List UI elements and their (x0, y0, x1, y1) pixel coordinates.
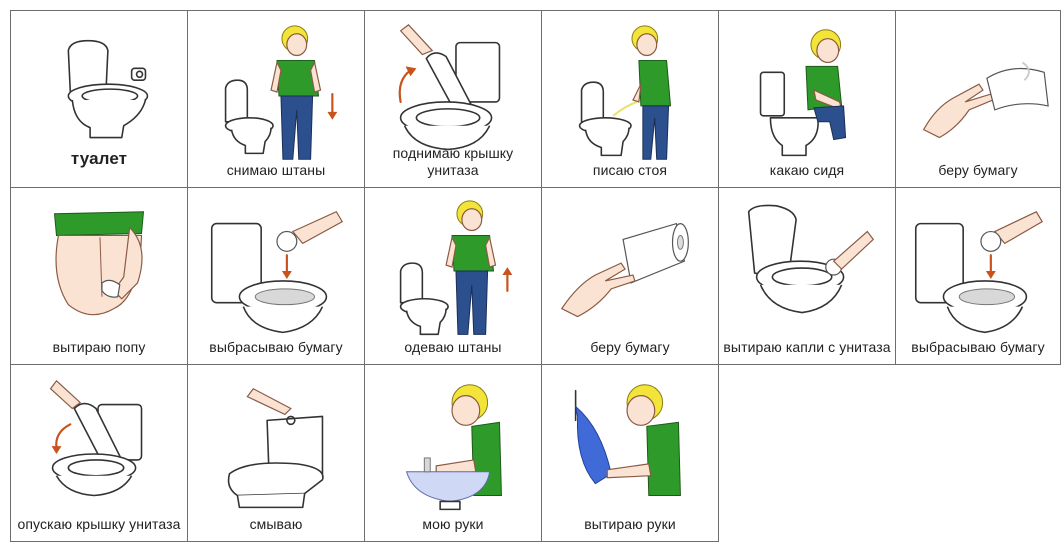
lowering-toilet-lid-icon (49, 379, 143, 497)
wiping-bottom-icon (53, 211, 145, 316)
throwing-paper-in-toilet-icon (914, 211, 1044, 334)
card-label: мою руки (422, 516, 484, 532)
card-label: вытираю руки (584, 516, 676, 532)
card-throw-paper-1[interactable]: выбрасываю бумагу (187, 187, 365, 365)
card-flush[interactable]: смываю (187, 364, 365, 542)
card-label: туалет (70, 149, 128, 168)
card-label: какаю сидя (769, 162, 845, 178)
boy-pulling-down-pants-icon (224, 25, 338, 160)
card-lift-lid[interactable]: поднимаю крышку унитаза (364, 10, 542, 188)
card-label: опускаю крышку унитаза (17, 516, 181, 532)
card-label: беру бумагу (590, 339, 670, 355)
boy-washing-hands-icon (405, 384, 502, 511)
card-label: смываю (249, 516, 303, 532)
card-take-paper-2[interactable]: беру бумагу (541, 187, 719, 365)
boy-peeing-standing-icon (578, 25, 672, 160)
card-label: выбрасываю бумагу (209, 339, 343, 355)
card-pants-down[interactable]: снимаю штаны (187, 10, 365, 188)
hand-taking-toilet-roll-icon (560, 222, 689, 318)
card-label: писаю стоя (592, 162, 668, 178)
wiping-drops-from-toilet-icon (747, 204, 875, 314)
card-throw-paper-2[interactable]: выбрасываю бумагу (895, 187, 1061, 365)
boy-drying-hands-icon (574, 384, 681, 497)
boy-pulling-up-pants-icon (399, 200, 513, 336)
card-label: снимаю штаны (226, 162, 326, 178)
card-dry-hands[interactable]: вытираю руки (541, 364, 719, 542)
card-poop-sitting[interactable]: какаю сидя (718, 10, 896, 188)
card-wipe-drops[interactable]: вытираю капли с унитаза (718, 187, 896, 365)
toilet-icon (67, 39, 149, 139)
throwing-paper-in-toilet-icon (210, 210, 344, 334)
card-toilet[interactable]: туалет (10, 10, 188, 188)
flushing-toilet-icon (227, 387, 324, 509)
card-pants-up[interactable]: одеваю штаны (364, 187, 542, 365)
card-label: беру бумагу (938, 162, 1018, 178)
card-lower-lid[interactable]: опускаю крышку унитаза (10, 364, 188, 542)
card-wipe-bottom[interactable]: вытираю попу (10, 187, 188, 365)
card-label: поднимаю крышку унитаза (392, 145, 514, 178)
card-wash-hands[interactable]: мою руки (364, 364, 542, 542)
boy-sitting-on-toilet-icon (759, 29, 847, 157)
card-pee-standing[interactable]: писаю стоя (541, 10, 719, 188)
card-label: выбрасываю бумагу (911, 339, 1045, 355)
card-take-paper-1[interactable]: беру бумагу (895, 10, 1061, 188)
card-label: вытираю капли с унитаза (723, 339, 891, 355)
card-label: одеваю штаны (404, 339, 502, 355)
lifting-toilet-lid-icon (398, 24, 501, 151)
hand-taking-paper-icon (922, 61, 1049, 139)
card-label: вытираю попу (52, 339, 146, 355)
